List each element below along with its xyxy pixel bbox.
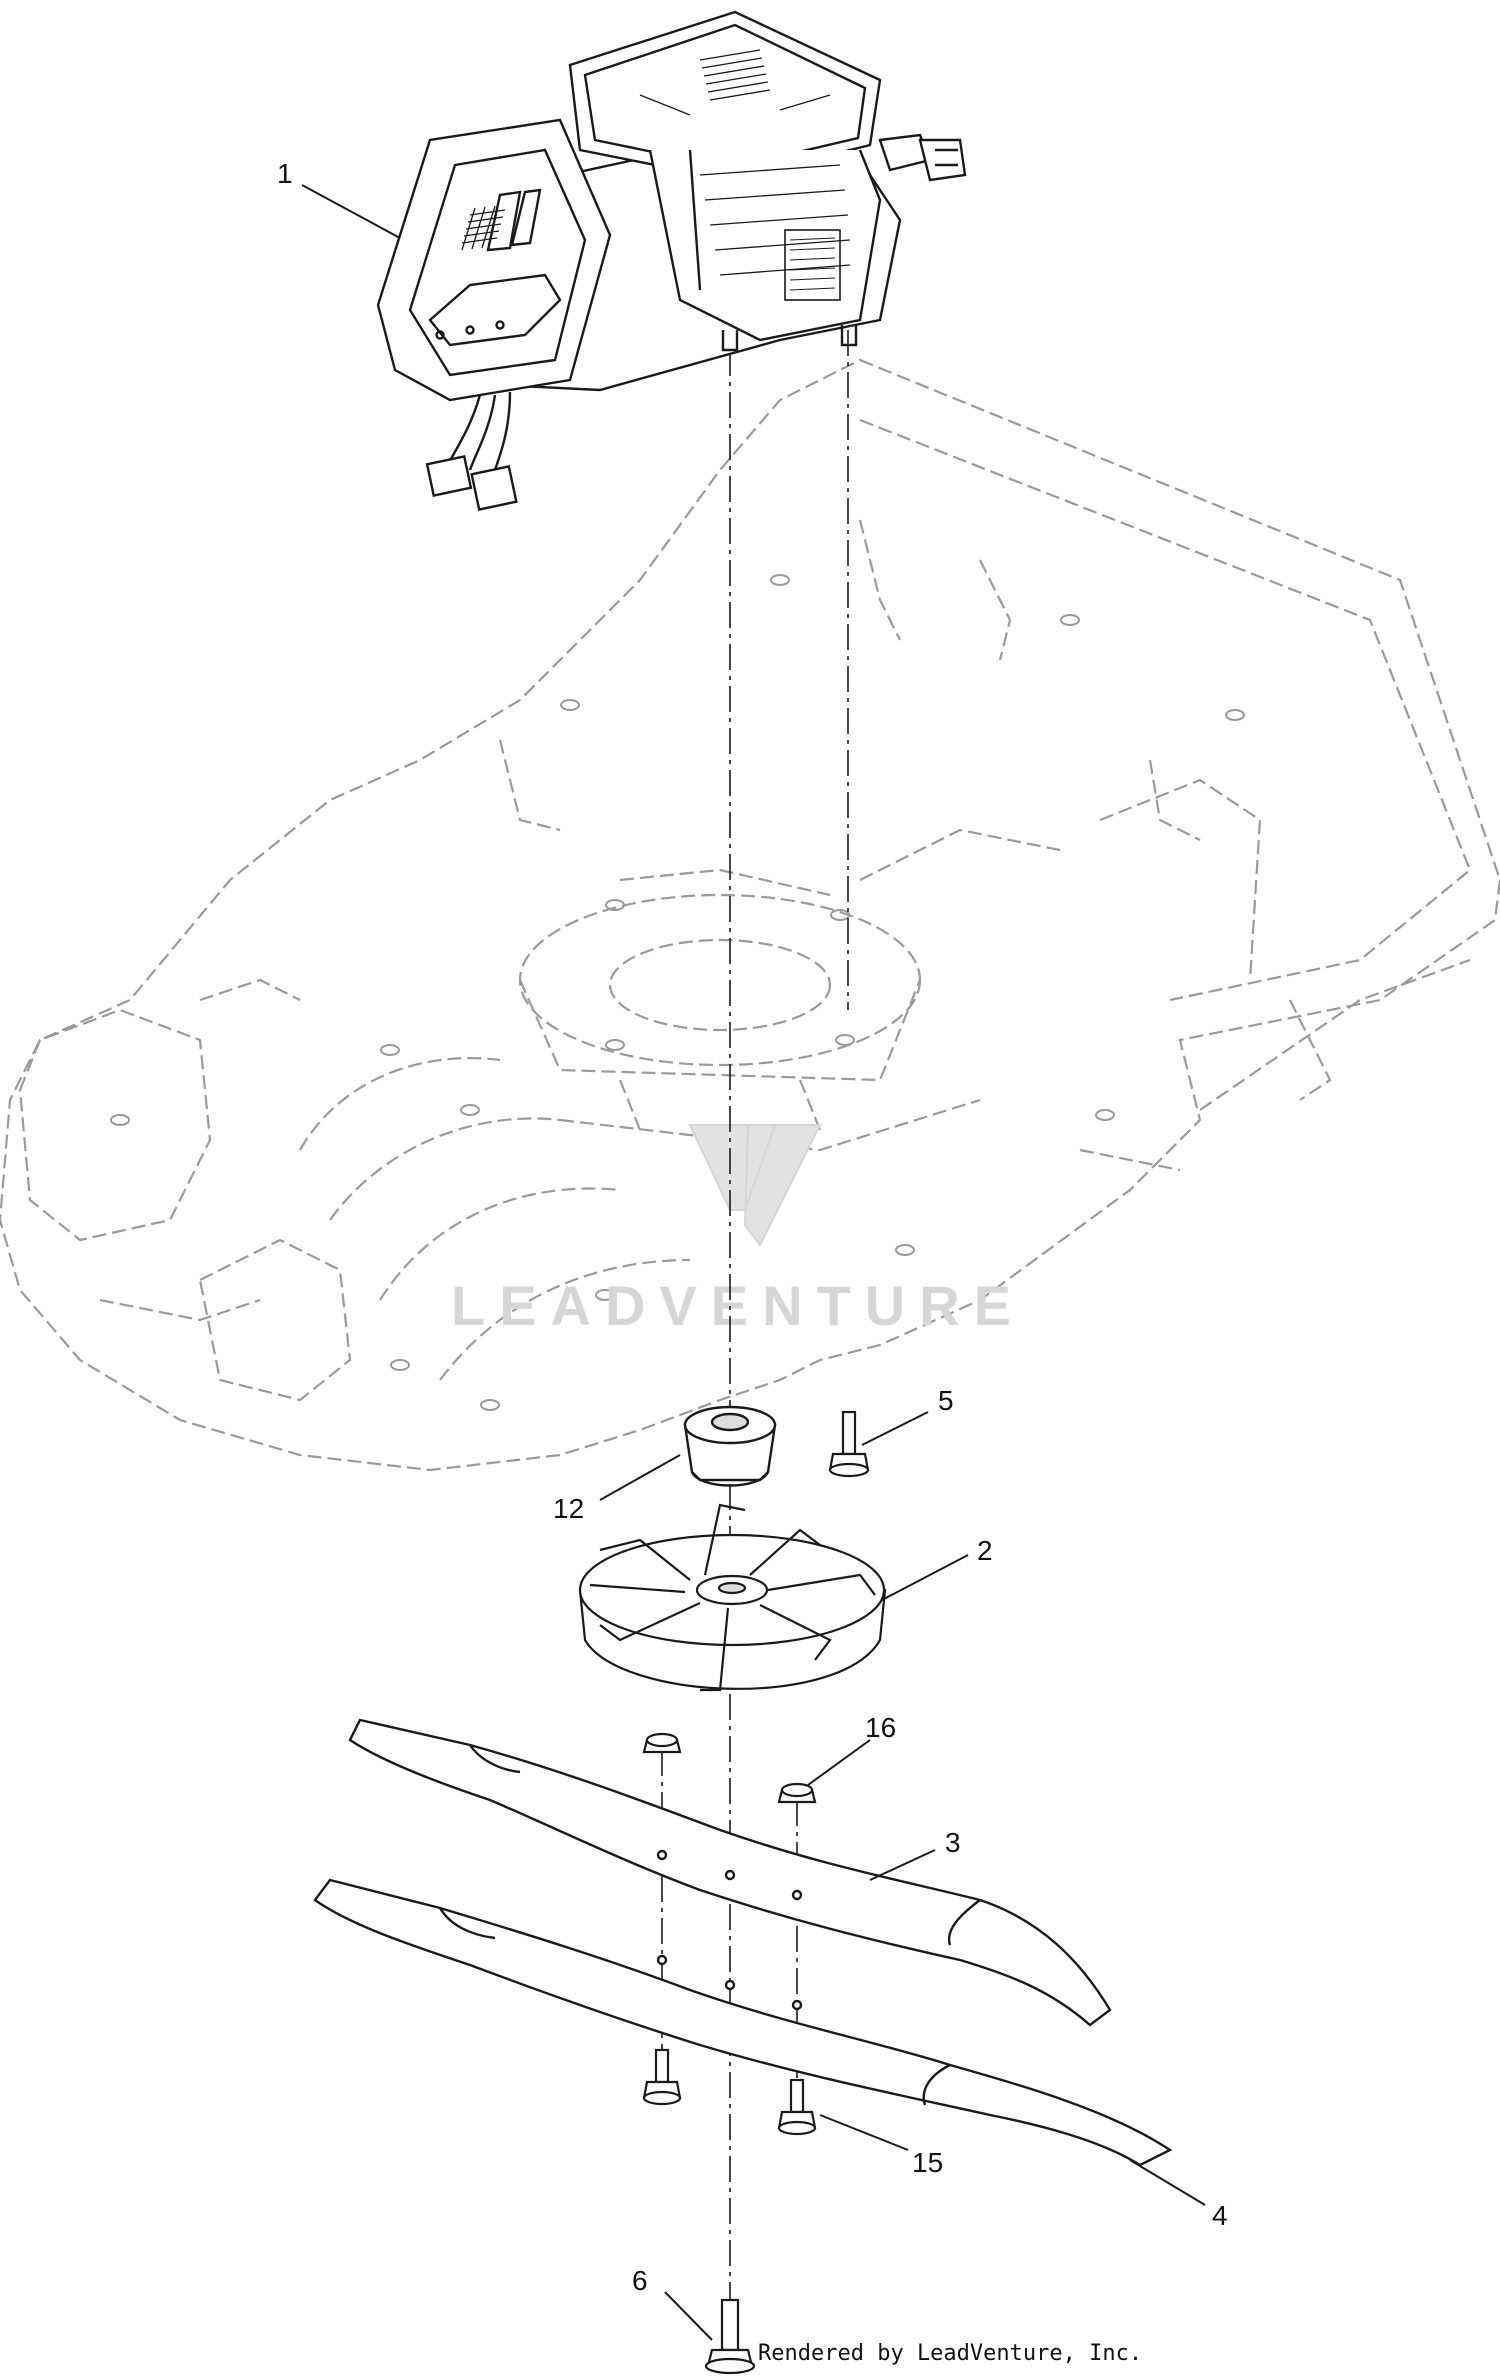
motor-assembly [376, 10, 967, 511]
callout-2: 2 [977, 1535, 993, 1566]
blade-adapter [683, 1405, 777, 1487]
callout-5: 5 [938, 1385, 954, 1416]
flange-nuts [642, 1732, 817, 1804]
callout-4: 4 [1212, 2200, 1228, 2231]
callout-labels: 1 5 12 2 16 3 15 4 6 [277, 158, 1228, 2296]
leader-lines [301, 184, 1206, 2341]
callout-3: 3 [945, 1827, 961, 1858]
center-bolt [704, 2298, 756, 2375]
callout-15: 15 [912, 2147, 943, 2178]
blade-lower [313, 1878, 1173, 2167]
watermark-text: LEADVENTURE [451, 1274, 1025, 1337]
deck-housing [0, 358, 1500, 1472]
watermark-logo-icon [688, 1124, 822, 1247]
blade-upper [348, 1718, 1112, 2027]
callout-12: 12 [553, 1493, 584, 1524]
rendered-by-footer: Rendered by LeadVenture, Inc. [758, 2341, 1142, 2366]
blade-bolts [642, 2048, 817, 2136]
callout-6: 6 [632, 2265, 648, 2296]
callout-16: 16 [865, 1712, 896, 1743]
cooling-fan [578, 1503, 887, 1692]
watermark: LEADVENTURE [451, 1124, 1025, 1337]
screw-part-5 [828, 1410, 870, 1478]
callout-1: 1 [277, 158, 293, 189]
deck-bosses [110, 574, 1245, 1411]
